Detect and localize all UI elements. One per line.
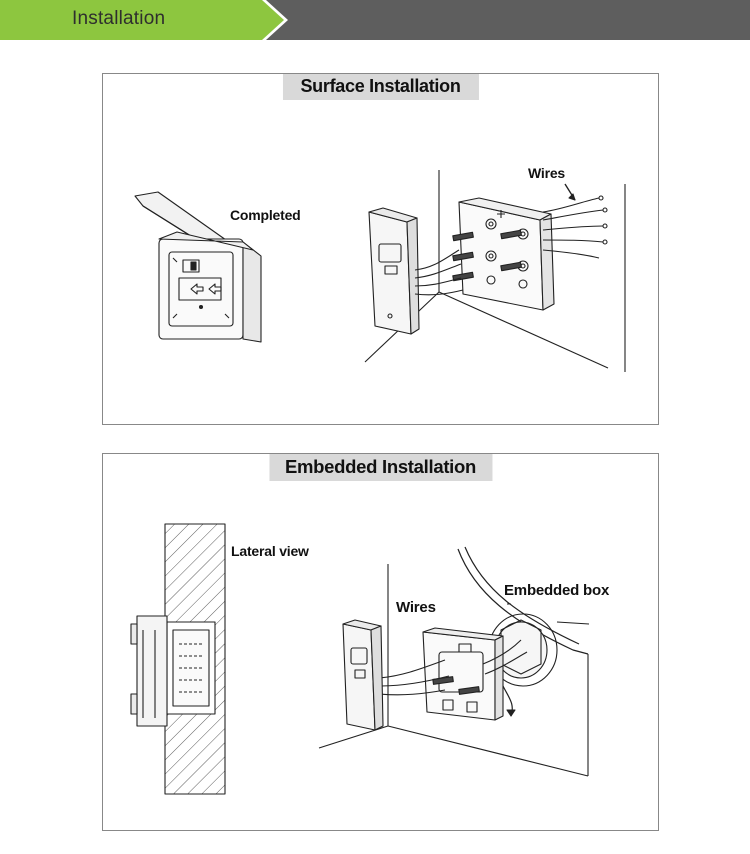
surface-screws — [452, 229, 522, 282]
header-tab — [0, 0, 290, 40]
embedded-installation-panel: Embedded Installation — [102, 453, 659, 831]
embedded-wall — [318, 546, 589, 777]
embedded-front-module — [342, 619, 384, 731]
embedded-installation-title: Embedded Installation — [268, 454, 493, 481]
completed-unit-illustration — [134, 191, 262, 343]
surface-front-module — [368, 207, 420, 335]
surface-installation-title: Surface Installation — [282, 74, 479, 100]
surface-wires-right — [542, 183, 608, 259]
surface-wires-middle — [414, 249, 464, 296]
embedded-wires-label: Wires — [396, 599, 436, 616]
page-title: Installation — [72, 8, 166, 29]
surface-back-box — [458, 197, 555, 311]
surface-installation-panel: Surface Installation — [102, 73, 659, 425]
embedded-box-label: Embedded box — [504, 582, 610, 599]
embedded-round-box — [488, 603, 590, 687]
embedded-wires — [378, 639, 528, 717]
surface-wires-label: Wires — [528, 165, 566, 181]
embedded-back-plate — [422, 627, 504, 721]
embedded-screws — [432, 676, 480, 695]
lateral-wall — [130, 523, 226, 795]
embedded-installation-drawing — [130, 523, 590, 795]
completed-label: Completed — [230, 207, 301, 223]
lateral-view-label: Lateral view — [231, 543, 309, 559]
surface-installation-drawing — [134, 170, 626, 372]
